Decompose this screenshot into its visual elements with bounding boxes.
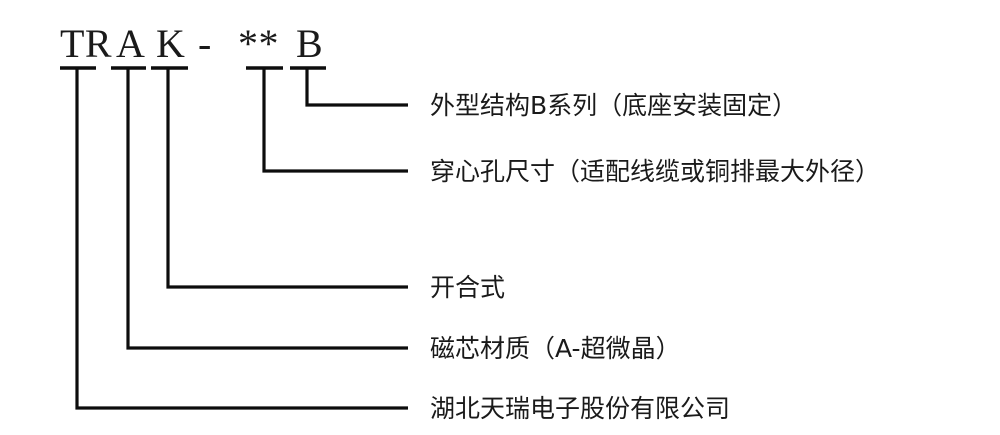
leader-lines-group: [75, 68, 408, 410]
model-code-segment: TR: [60, 21, 112, 66]
model-code-segment: K: [156, 21, 185, 66]
callout-label: 磁芯材质（A-超微晶）: [430, 334, 681, 363]
model-code-segment: A: [116, 21, 145, 66]
leader-line: [75, 68, 408, 410]
leader-line: [126, 68, 408, 350]
leader-line: [166, 68, 408, 289]
leader-line: [262, 68, 408, 173]
leader-line: [305, 68, 408, 107]
model-code-segment: **: [238, 21, 279, 66]
callout-label: 穿心孔尺寸（适配线缆或铜排最大外径）: [430, 157, 880, 186]
model-code-segment: -: [198, 21, 212, 66]
callout-label: 开合式: [430, 273, 505, 302]
callout-label: 外型结构B系列（底座安装固定）: [430, 91, 797, 120]
model-code-segment: B: [296, 21, 323, 66]
callout-label: 湖北天瑞电子股份有限公司: [430, 394, 730, 423]
callout-labels-group: 外型结构B系列（底座安装固定） 穿心孔尺寸（适配线缆或铜排最大外径） 开合式磁芯材质…: [430, 91, 880, 423]
